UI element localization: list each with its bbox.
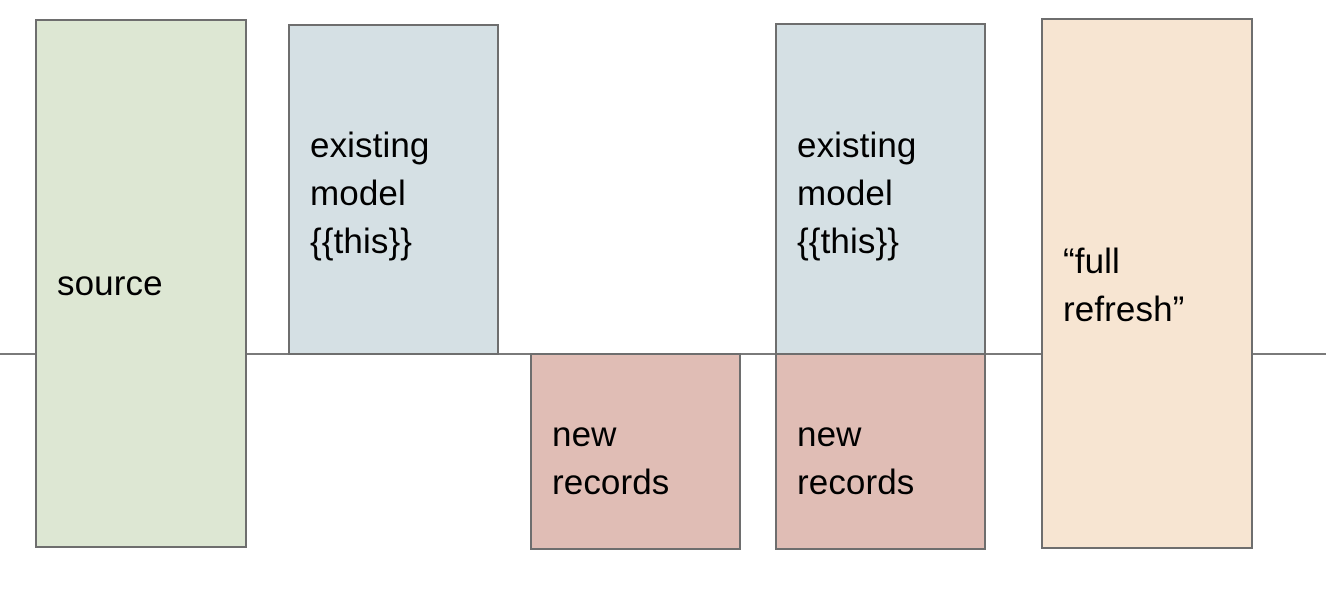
existing-model-box-1[interactable]: existing model {{this}}	[288, 24, 499, 355]
new-records-box-2[interactable]: new records	[775, 353, 986, 550]
source-box-label: source	[57, 263, 163, 303]
source-box[interactable]: source	[35, 19, 247, 548]
new-records-box-2-label: new records	[797, 415, 915, 502]
existing-model-box-2-label: existing model {{this}}	[797, 126, 917, 261]
new-records-box-1-label: new records	[552, 415, 670, 502]
existing-model-box-1-label: existing model {{this}}	[310, 126, 430, 261]
new-records-box-1[interactable]: new records	[530, 353, 741, 550]
full-refresh-box-label: “full refresh”	[1063, 242, 1185, 329]
full-refresh-box[interactable]: “full refresh”	[1041, 18, 1253, 549]
existing-model-box-2[interactable]: existing model {{this}}	[775, 23, 986, 355]
